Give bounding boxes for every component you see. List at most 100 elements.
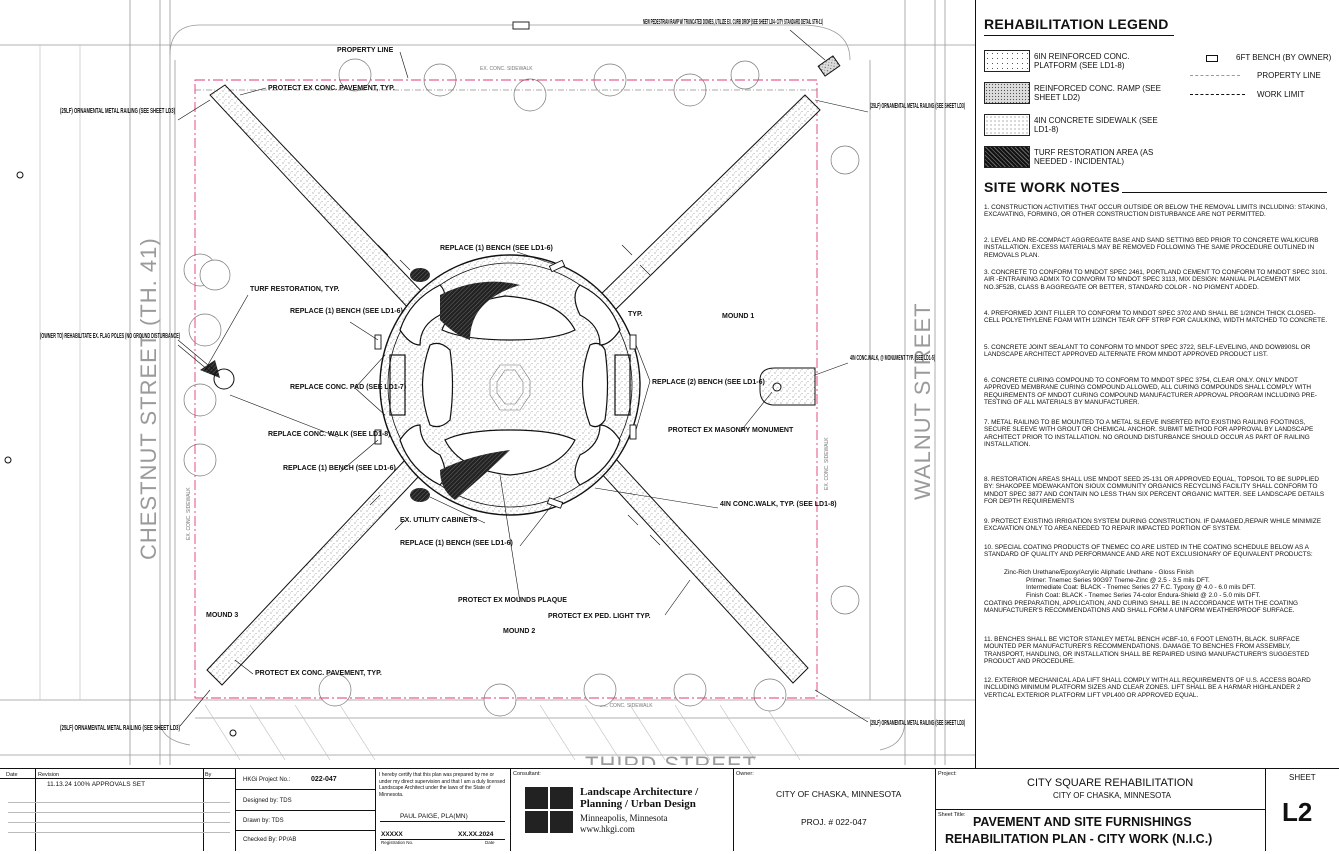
swatch-turf (984, 146, 1030, 168)
notes-panel: REHABILITATION LEGEND 6IN REINFORCED CON… (978, 8, 1333, 763)
project-no-label: HKGi Project No.: (243, 777, 291, 783)
firm-line-1: Landscape Architecture / (580, 786, 699, 798)
ped-light (772, 382, 782, 392)
note-4: 4. PREFORMED JOINT FILLER TO CONFORM TO … (984, 310, 1328, 325)
notes-title: SITE WORK NOTES (984, 179, 1120, 195)
title-block: Date Revision By 11.13.24 100% APPROVALS… (0, 768, 1339, 854)
note-11: 11. BENCHES SHALL BE VICTOR STANLEY META… (984, 636, 1310, 666)
ramp-callout: NEW PEDESTRIAN RAMP W/ TRUNCATED DOMES, … (643, 19, 823, 26)
protect-pavement-south: PROTECT EX CONC. PAVEMENT, TYP. (255, 670, 382, 677)
owner-name: CITY OF CHASKA, MINNESOTA (776, 789, 902, 799)
turf-restoration-hatch (200, 268, 813, 502)
date-label: Date (485, 840, 495, 845)
parking-stalls (39, 45, 801, 761)
note-10: 10. SPECIAL COATING PRODUCTS OF TNEMEC C… (984, 544, 1313, 559)
project-title-cell: Project: CITY SQUARE REHABILITATION CITY… (935, 769, 1266, 851)
ped-light-callout: PROTECT EX PED. LIGHT TYP. (548, 613, 651, 620)
designed-by: Designed by: TDS (243, 798, 292, 804)
monument-callout: PROTECT EX MASONRY MONUMENT (668, 427, 794, 434)
flag-pole-callout: (OWNER TO) REHABILITATE EX. FLAG POLES (… (40, 333, 180, 340)
project-no: 022-047 (311, 776, 337, 783)
sidewalk-south-label: EX. CONC. SIDEWALK (600, 703, 653, 709)
consultant-cell: Consultant: Landscape Architecture / Pla… (510, 769, 734, 851)
mound-3-label: MOUND 3 (206, 612, 238, 619)
owner-cell: Owner: CITY OF CHASKA, MINNESOTA PROJ. #… (733, 769, 936, 851)
railing-nw-callout: (25LF) ORNAMENTAL METAL RAILING (SEE SHE… (60, 108, 175, 115)
utility-callout: EX. UTILITY CABINETS (400, 517, 478, 524)
hkgi-logo (525, 787, 573, 833)
note-8: 8. RESTORATION AREAS SHALL USE MNDOT SEE… (984, 476, 1325, 506)
dimension-marks (369, 244, 661, 546)
coating-intermediate: Intermediate Coat: BLACK - Tnemec Series… (1026, 584, 1256, 591)
sheet-title-label: Sheet Title: (938, 812, 966, 818)
legend-platform: 6IN REINFORCED CONC. PLATFORM (SEE LD1-8… (1034, 52, 1130, 70)
mound-2-label: MOUND 2 (503, 628, 535, 635)
drawn-by: Drawn by: TDS (243, 818, 284, 824)
legend-property-line: PROPERTY LINE (1257, 71, 1321, 80)
replace-bench-left-callout: REPLACE (1) BENCH (SEE LD1-6) (290, 308, 403, 315)
note-2: 2. LEVEL AND RE-COMPACT AGGREGATE BASE A… (984, 237, 1319, 259)
revision-header: Revision (38, 772, 60, 778)
note-3: 3. CONCRETE TO CONFORM TO MNDOT SPEC 246… (984, 269, 1328, 291)
consultant-label: Consultant: (513, 771, 541, 777)
coating-finish: Finish Coat: BLACK - Tnemec Series 74-co… (1026, 591, 1261, 599)
property-line-callout: PROPERTY LINE (337, 47, 394, 54)
note-5: 5. CONCRETE JOINT SEALANT TO CONFORM TO … (984, 344, 1311, 359)
replace-bench-top-callout: REPLACE (1) BENCH (SEE LD1-6) (440, 245, 553, 252)
revision-row: 11.13.24 100% APPROVALS SET (47, 781, 146, 788)
plaque-callout: PROTECT EX MOUNDS PLAQUE (458, 597, 567, 604)
firm-line-3: Minneapolis, Minnesota (580, 813, 668, 823)
project-info-cell: HKGi Project No.: 022-047 Designed by: T… (235, 769, 376, 851)
swatch-ramp (984, 82, 1030, 104)
railing-ne-callout: (25LF) ORNAMENTAL METAL RAILING (SEE SHE… (870, 103, 965, 110)
work-limit-symbol (1190, 94, 1245, 95)
sheet-label: SHEET (1289, 773, 1316, 782)
swatch-sidewalk (984, 114, 1030, 136)
owner-project: PROJ. # 022-047 (801, 817, 867, 827)
plan-labels: NEW PEDESTRIAN RAMP W/ TRUNCATED DOMES, … (40, 19, 965, 732)
conc-pad-callout: REPLACE CONC. PAD (SEE LD1-7) (290, 384, 406, 391)
turf-callout: TURF RESTORATION, TYP. (250, 286, 340, 293)
sheet-title-line-1: PAVEMENT AND SITE FURNISHINGS (973, 815, 1192, 829)
pedestrian-ramp (817, 55, 841, 77)
light-sw-icon (229, 729, 237, 737)
walk-typ-callout: 4IN CONC.WALK, TYP. (SEE LD1-8) (720, 501, 837, 508)
sheet-title-line-2: REHABILITATION PLAN - CITY WORK (N.I.C.) (945, 832, 1213, 846)
note-7: 7. METAL RAILING TO BE MOUNTED TO A META… (984, 419, 1314, 449)
conc-walk-callout: REPLACE CONC. WALK (SEE LD1-8) (268, 431, 391, 438)
note-12: 12. EXTERIOR MECHANICAL ADA LIFT SHALL C… (984, 677, 1311, 699)
firm-website[interactable]: www.hkgi.com (580, 824, 635, 834)
signer-name: PAUL PAIGE, PLA(MN) (400, 813, 468, 820)
diagonal-walks (206, 84, 821, 686)
street-south-label: THIRD STREET (585, 752, 757, 765)
legend-turf: TURF RESTORATION AREA (AS NEEDED - INCID… (1034, 148, 1154, 166)
flag-pole-icon (213, 368, 235, 390)
coating-header: Zinc-Rich Urethane/Epoxy/Acrylic Aliphat… (1004, 569, 1194, 576)
note-9: 9. PROTECT EXISTING IRRIGATION SYSTEM DU… (984, 518, 1321, 533)
sidewalk-east-label: EX. CONC. SIDEWALK (824, 437, 830, 490)
legend-bench: 6FT BENCH (BY OWNER) (1236, 53, 1332, 62)
inner-quarters (389, 284, 631, 486)
monument-walk-callout: 4IN CONC.WALK, @ MONUMENT TYP. (SEE LD1-… (850, 355, 935, 362)
typ-callout: TYP. (628, 311, 643, 318)
note-1: 1. CONSTRUCTION ACTIVITIES THAT OCCUR OU… (984, 204, 1328, 219)
legend-underline (984, 35, 1174, 36)
street-west-label: CHESTNUT STREET (TH. 41) (136, 237, 161, 560)
owner-label: Owner: (736, 771, 754, 777)
sheet-number-cell: SHEET L2 (1265, 769, 1337, 851)
street-east-label: WALNUT STREET (910, 302, 935, 500)
revision-cell: Date Revision By 11.13.24 100% APPROVALS… (0, 769, 236, 851)
replace-2-bench-callout: REPLACE (2) BENCH (SEE LD1-6) (652, 379, 765, 386)
railing-sw-callout: (25LF) ORNAMENTAL METAL RAILING (SEE SHE… (60, 725, 180, 732)
monument-walk (759, 367, 816, 406)
replace-bench-lower-callout: REPLACE (1) BENCH (SEE LD1-6) (283, 465, 396, 472)
sidewalk-north-label: EX. CONC. SIDEWALK (480, 66, 533, 72)
site-plan: CHESTNUT STREET (TH. 41) WALNUT STREET T… (0, 0, 975, 765)
notes-underline (1122, 192, 1327, 193)
protect-pavement-north: PROTECT EX CONC. PAVEMENT, TYP. (268, 85, 395, 92)
mound-1-label: MOUND 1 (722, 313, 754, 320)
registration-label: Registration No. (381, 840, 414, 845)
registration-date: XX.XX.2024 (458, 831, 494, 838)
certification-cell: I hereby certify that this plan was prep… (375, 769, 511, 851)
sidewalk-west-label: EX. CONC. SIDEWALK (186, 487, 192, 540)
